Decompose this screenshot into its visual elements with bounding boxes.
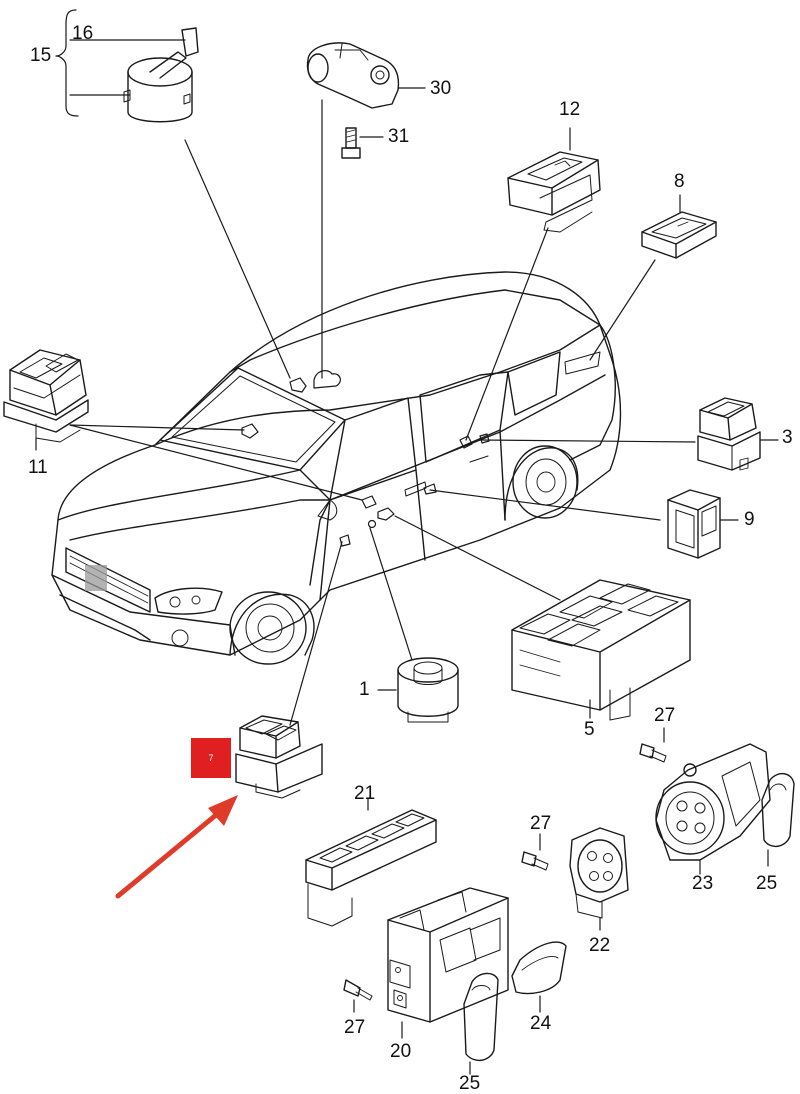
part-20-control-unit bbox=[387, 887, 509, 1039]
part-23-switch-housing bbox=[655, 743, 771, 875]
label-25-a: 25 bbox=[756, 873, 778, 894]
label-21: 21 bbox=[354, 783, 376, 804]
label-16: 16 bbox=[72, 23, 94, 44]
part-21-seat-switch bbox=[305, 797, 437, 927]
part-9-switch bbox=[667, 489, 739, 559]
part-27-screw-a bbox=[343, 979, 373, 1013]
part-8-switch bbox=[641, 194, 717, 259]
red-arrow bbox=[115, 795, 238, 899]
leader-lines bbox=[69, 39, 696, 726]
part-12-switch bbox=[507, 127, 601, 233]
label-8: 8 bbox=[674, 171, 685, 192]
component-locators bbox=[241, 370, 490, 547]
part-27-screw-c bbox=[639, 727, 667, 763]
bracket-15 bbox=[55, 9, 79, 117]
part-15-switch bbox=[123, 27, 199, 123]
label-25-b: 25 bbox=[459, 1073, 481, 1094]
part-22-connector bbox=[569, 827, 629, 931]
label-24: 24 bbox=[530, 1013, 552, 1034]
label-30: 30 bbox=[430, 78, 452, 99]
label-20: 20 bbox=[390, 1041, 412, 1062]
label-15: 15 bbox=[30, 45, 52, 66]
part-25-cap-b bbox=[463, 972, 499, 1075]
part-1-knob bbox=[377, 657, 459, 723]
label-3: 3 bbox=[782, 427, 793, 448]
highlight-marker-label: 7 bbox=[208, 753, 214, 763]
label-1: 1 bbox=[359, 679, 370, 700]
label-27-a: 27 bbox=[344, 1017, 366, 1038]
part-24-cap bbox=[511, 941, 567, 1013]
label-12: 12 bbox=[559, 99, 581, 120]
label-9: 9 bbox=[744, 509, 755, 530]
part-31-screw bbox=[341, 127, 384, 159]
label-23: 23 bbox=[692, 873, 714, 894]
part-25-cap-a bbox=[761, 773, 795, 867]
part-7-switch bbox=[235, 715, 323, 799]
part-27-screw-b bbox=[521, 833, 549, 871]
label-11: 11 bbox=[28, 457, 48, 478]
label-5: 5 bbox=[584, 719, 595, 740]
part-11-switch bbox=[3, 349, 89, 451]
part-5-master-switch bbox=[511, 579, 691, 721]
highlight-marker bbox=[191, 738, 231, 778]
part-30-motor bbox=[306, 42, 426, 109]
car-body bbox=[51, 271, 622, 665]
label-22: 22 bbox=[589, 935, 611, 956]
label-27-b: 27 bbox=[530, 813, 552, 834]
part-3-switch bbox=[697, 397, 779, 471]
label-31: 31 bbox=[388, 126, 410, 147]
label-27-c: 27 bbox=[654, 705, 676, 726]
